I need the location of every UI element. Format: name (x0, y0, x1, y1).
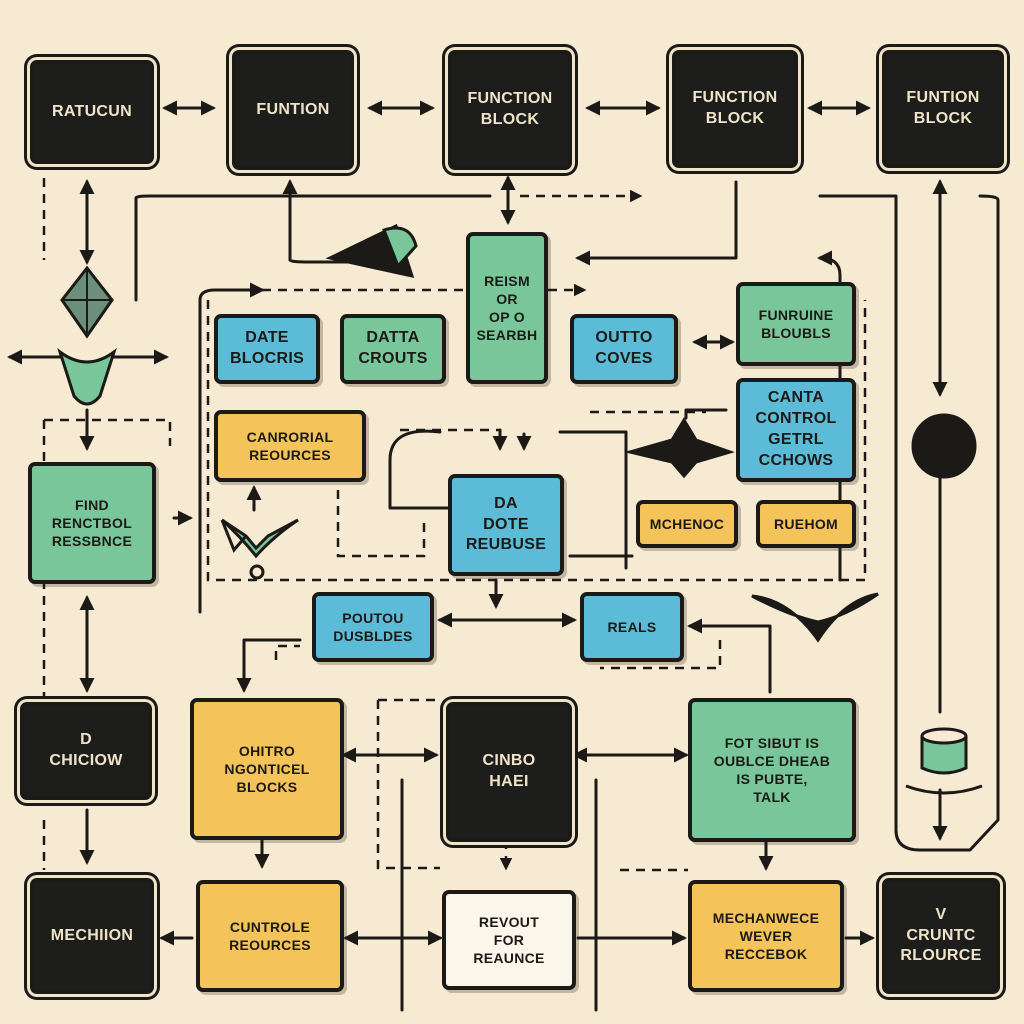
connectors-dashed (42, 178, 867, 872)
block-chiciow[interactable]: D CHICIOW (20, 702, 152, 800)
block-date-blocris[interactable]: DATE BLOCRIS (214, 314, 320, 384)
block-reals[interactable]: REALS (580, 592, 684, 662)
block-function-1[interactable]: FUNCTION BLOCK (448, 50, 572, 170)
block-data-crouts[interactable]: DATTA CROUTS (340, 314, 446, 384)
block-cinbo-haei[interactable]: CINBO HAEI (446, 702, 572, 842)
block-canta-control[interactable]: CANTA CONTROL GETRL CCHOWS (736, 378, 856, 482)
decorations (57, 223, 983, 795)
block-ratucun[interactable]: RATUCUN (30, 60, 154, 164)
block-fot-sibut-talk[interactable]: FOT SIBUT IS OUBLCE DHEAB IS PUBTE, TALK (688, 698, 856, 842)
block-funruine-bloubls[interactable]: FUNRUINE BLOUBLS (736, 282, 856, 366)
connectors-solid (6, 100, 1000, 1012)
block-function-2[interactable]: FUNCTION BLOCK (672, 50, 798, 168)
block-mchenoc[interactable]: MCHENOC (636, 500, 738, 548)
block-funtion[interactable]: FUNTION (232, 50, 354, 170)
block-da-dote-reubuse[interactable]: DA DOTE REUBUSE (448, 474, 564, 576)
block-mechiion[interactable]: MECHIION (30, 878, 154, 994)
block-find-renctbol[interactable]: FIND RENCTBOL RESSBNCE (28, 462, 156, 584)
block-poutou-dusbldes[interactable]: POUTOU DUSBLDES (312, 592, 434, 662)
block-ruehom[interactable]: RUEHOM (756, 500, 856, 548)
block-canrorial-resources[interactable]: CANRORIAL REOURCES (214, 410, 366, 482)
block-mechanwece[interactable]: MECHANWECE WEVER RECCEBOK (688, 880, 844, 992)
block-cuntrole-reources[interactable]: CUNTROLE REOURCES (196, 880, 344, 992)
block-outto-coves[interactable]: OUTTO COVES (570, 314, 678, 384)
block-reism-search[interactable]: REISM OR OP O SEARBH (466, 232, 548, 384)
block-ohitro-blocks[interactable]: OHITRO NGONTICEL BLOCKS (190, 698, 344, 840)
block-revout-reaunce[interactable]: REVOUT FOR REAUNCE (442, 890, 576, 990)
block-function-3[interactable]: FUNTION BLOCK (882, 50, 1004, 168)
block-cruntc-rlource[interactable]: V CRUNTC RLOURCE (882, 878, 1000, 994)
